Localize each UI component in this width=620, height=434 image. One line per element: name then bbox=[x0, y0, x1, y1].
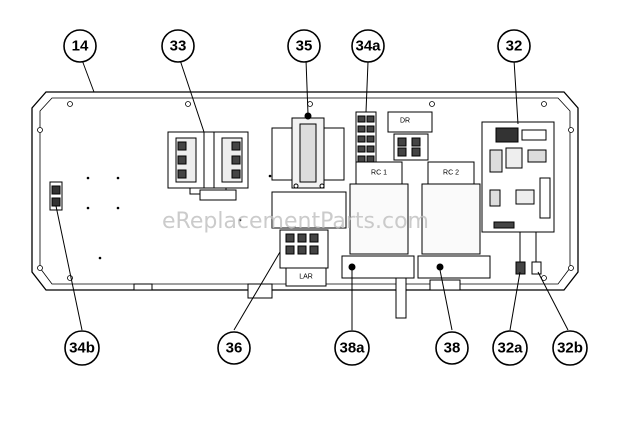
bottom-fittings bbox=[133, 283, 273, 299]
callout-32: 32 bbox=[497, 29, 531, 63]
mounting-plate bbox=[199, 189, 347, 229]
sensor-32a bbox=[515, 232, 526, 275]
callout-35: 35 bbox=[287, 29, 321, 63]
callout-label: 34a bbox=[355, 38, 381, 55]
callout-38a: 38a bbox=[334, 330, 370, 366]
watermark: eReplacementParts.com bbox=[162, 209, 429, 234]
rc1-label: RC 1 bbox=[371, 170, 387, 177]
relay-rc1 bbox=[349, 161, 409, 255]
callout-label: 34b bbox=[69, 340, 95, 357]
rc2-label: RC 2 bbox=[443, 170, 459, 177]
callout-34a: 34a bbox=[351, 29, 385, 63]
sensor-32b bbox=[531, 232, 542, 275]
lar-label: LAR bbox=[299, 274, 313, 281]
callout-label: 32 bbox=[506, 38, 523, 55]
terminal-strip-34a bbox=[355, 111, 377, 167]
dr-label: DR bbox=[400, 118, 410, 125]
bracket-38a bbox=[341, 255, 415, 319]
relay-lar-36 bbox=[279, 229, 329, 287]
panel-small-dots bbox=[86, 158, 272, 260]
callout-label: 33 bbox=[170, 38, 187, 55]
control-panel bbox=[31, 91, 579, 291]
callout-label: 14 bbox=[72, 38, 89, 55]
relay-dr bbox=[387, 111, 433, 161]
transformer-35 bbox=[271, 112, 345, 189]
callout-label: 38a bbox=[339, 340, 365, 357]
callout-32b: 32b bbox=[552, 330, 588, 366]
callout-label: 38 bbox=[444, 340, 461, 357]
callout-32a: 32a bbox=[492, 330, 528, 366]
bracket-38 bbox=[417, 255, 491, 291]
callout-38: 38 bbox=[435, 331, 469, 365]
callout-label: 32a bbox=[497, 340, 523, 357]
control-board-32 bbox=[481, 121, 555, 233]
contactor-33 bbox=[167, 131, 249, 195]
callout-label: 36 bbox=[226, 340, 243, 357]
leader-lines bbox=[55, 59, 569, 331]
relay-rc2 bbox=[421, 161, 481, 255]
ground-terminal-34b bbox=[49, 181, 63, 211]
callout-33: 33 bbox=[161, 29, 195, 63]
callout-36: 36 bbox=[217, 331, 251, 365]
callout-label: 32b bbox=[557, 340, 583, 357]
callout-label: 35 bbox=[296, 38, 313, 55]
callout-34b: 34b bbox=[64, 330, 100, 366]
callout-14: 14 bbox=[63, 29, 97, 63]
